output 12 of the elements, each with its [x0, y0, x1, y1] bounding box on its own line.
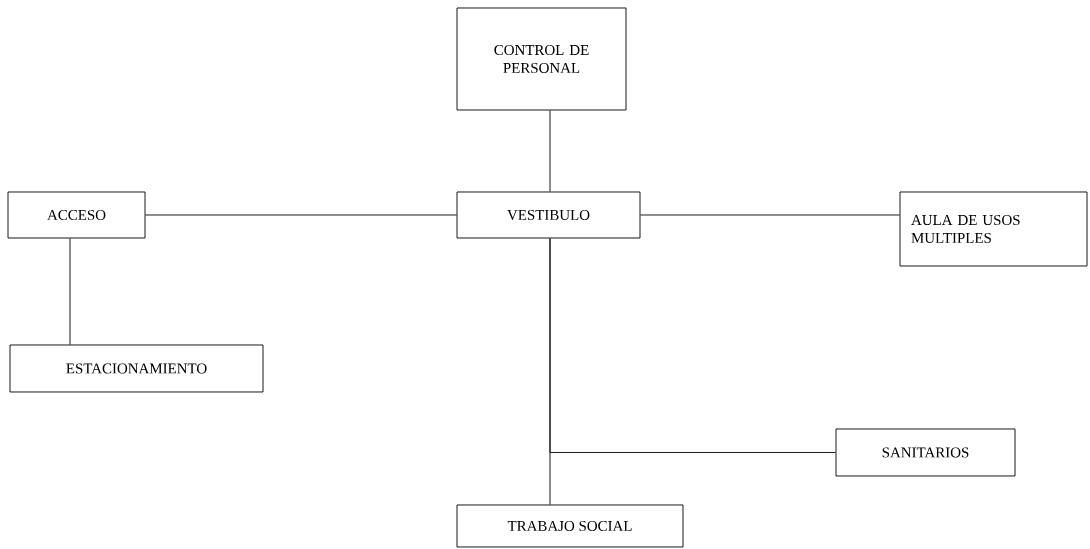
connector-line [145, 214, 457, 216]
connector-line [549, 110, 551, 192]
room-box: CONTROL DE PERSONAL [456, 7, 627, 111]
room-box: VESTIBULO [456, 191, 641, 239]
connector-line [640, 214, 900, 216]
connector-line [549, 238, 551, 505]
room-box: ACCESO [7, 191, 146, 239]
room-box: SANITARIOS [835, 428, 1016, 477]
room-box: TRABAJO SOCIAL [456, 504, 684, 548]
room-box: ESTACIONAMIENTO [9, 344, 264, 393]
room-box: AULA DE USOS MULTIPLES [899, 191, 1088, 267]
connector-line [69, 238, 71, 345]
